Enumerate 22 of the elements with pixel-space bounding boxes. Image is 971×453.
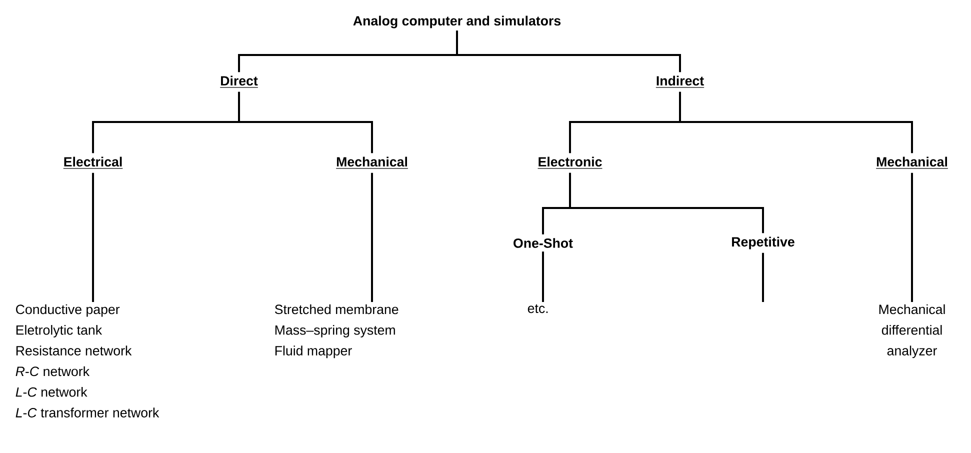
category-heading: Electrical [63, 156, 123, 169]
item-list: etc. [528, 304, 548, 314]
connector-line [911, 172, 913, 302]
connector-line [569, 172, 764, 234]
subcategory-heading: One-Shot [514, 238, 573, 248]
connector-line [371, 172, 373, 302]
item-list: Conductive paper Eletrolytic tank Resistance network R-C network L-C network L-C transformer network [16, 304, 160, 418]
category-heading: Direct [220, 76, 258, 88]
connector-line [92, 172, 94, 302]
connector-line [679, 92, 913, 154]
item-list: Stretched membrane Mass–spring system Fluid mapper [274, 304, 398, 358]
connector-line [542, 252, 544, 302]
category-heading: Electronic [538, 156, 602, 169]
connector-line [456, 30, 681, 72]
item-list: Mechanical differential analyzer [879, 304, 945, 358]
connector-line [238, 92, 373, 154]
connector-line [762, 252, 764, 302]
diagram-title: Analog computer and simulators [353, 16, 561, 28]
subcategory-heading: Repetitive [732, 236, 794, 250]
category-heading: Mechanical [336, 156, 408, 169]
category-heading: Indirect [656, 76, 704, 88]
category-heading: Mechanical [876, 156, 948, 169]
